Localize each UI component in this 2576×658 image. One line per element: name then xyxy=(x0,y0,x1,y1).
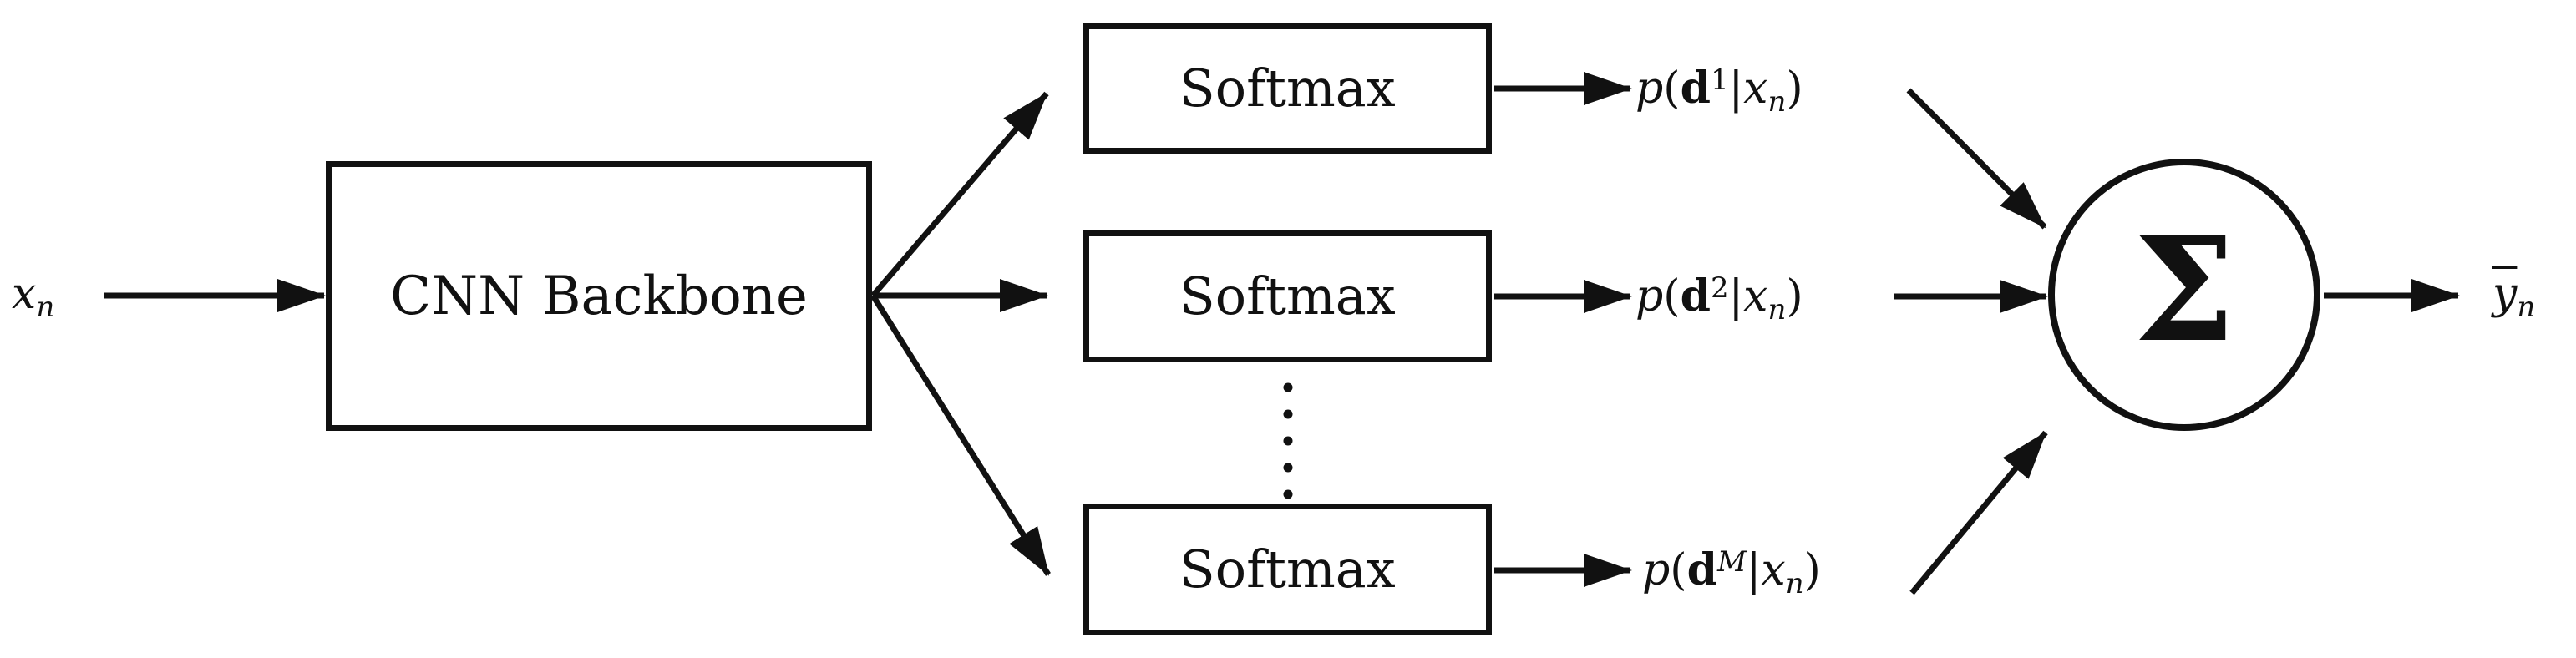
softmax-label-2: Softmax xyxy=(1179,266,1396,326)
head-index-superscript: 1 xyxy=(1710,63,1729,97)
open-paren: ( xyxy=(1663,63,1681,114)
head-index-superscript: M xyxy=(1716,544,1747,579)
d-vector-symbol: d xyxy=(1680,271,1711,321)
conditional-bar: | xyxy=(1728,63,1744,114)
output-subscript: n xyxy=(2517,291,2536,324)
fanout-arrow-top xyxy=(870,91,1049,298)
sigma-symbol: Σ xyxy=(2133,205,2235,374)
close-paren: ) xyxy=(1786,63,1803,114)
softmax-box-2: Softmax xyxy=(1083,230,1492,362)
x-symbol: x xyxy=(1743,63,1768,114)
p-symbol: p xyxy=(1642,545,1671,595)
probM-to-sum-arrow xyxy=(1909,430,2048,595)
sample-subscript: n xyxy=(1767,293,1787,326)
softmax-box-3: Softmax xyxy=(1083,504,1492,635)
softmax-box-1: Softmax xyxy=(1083,23,1492,154)
sum-node: Σ xyxy=(2048,159,2320,431)
close-paren: ) xyxy=(1803,545,1821,595)
open-paren: ( xyxy=(1663,271,1681,321)
cnn-backbone-box: CNN Backbone xyxy=(326,161,872,431)
softmax-label-3: Softmax xyxy=(1179,539,1396,600)
input-var: x xyxy=(12,269,37,319)
p-symbol: p xyxy=(1635,271,1664,321)
fanout-arrow-bottom xyxy=(870,294,1051,576)
prob-label-1: p(d1|xn) xyxy=(1635,60,1803,117)
conditional-bar: | xyxy=(1746,545,1762,595)
sample-subscript: n xyxy=(1767,85,1787,119)
d-vector-symbol: d xyxy=(1680,63,1711,114)
softmax-label-1: Softmax xyxy=(1179,58,1396,119)
prob-label-2: p(d2|xn) xyxy=(1635,268,1803,325)
input-label: xn xyxy=(12,266,54,322)
cnn-backbone-label: CNN Backbone xyxy=(390,265,808,327)
x-symbol: x xyxy=(1743,271,1768,321)
input-subscript: n xyxy=(36,291,55,324)
vertical-ellipsis-dots xyxy=(1283,382,1293,499)
x-symbol: x xyxy=(1761,545,1786,595)
close-paren: ) xyxy=(1786,271,1803,321)
p-symbol: p xyxy=(1635,63,1664,114)
open-paren: ( xyxy=(1670,545,1687,595)
conditional-bar: | xyxy=(1728,271,1744,321)
output-var-with-macron: y xyxy=(2492,269,2518,319)
d-vector-symbol: d xyxy=(1686,544,1717,595)
sample-subscript: n xyxy=(1785,567,1804,600)
output-label: yn xyxy=(2492,266,2535,322)
prob1-to-sum-arrow xyxy=(1906,88,2047,230)
prob-label-M: p(dM|xn) xyxy=(1642,542,1821,599)
head-index-superscript: 2 xyxy=(1710,271,1729,305)
